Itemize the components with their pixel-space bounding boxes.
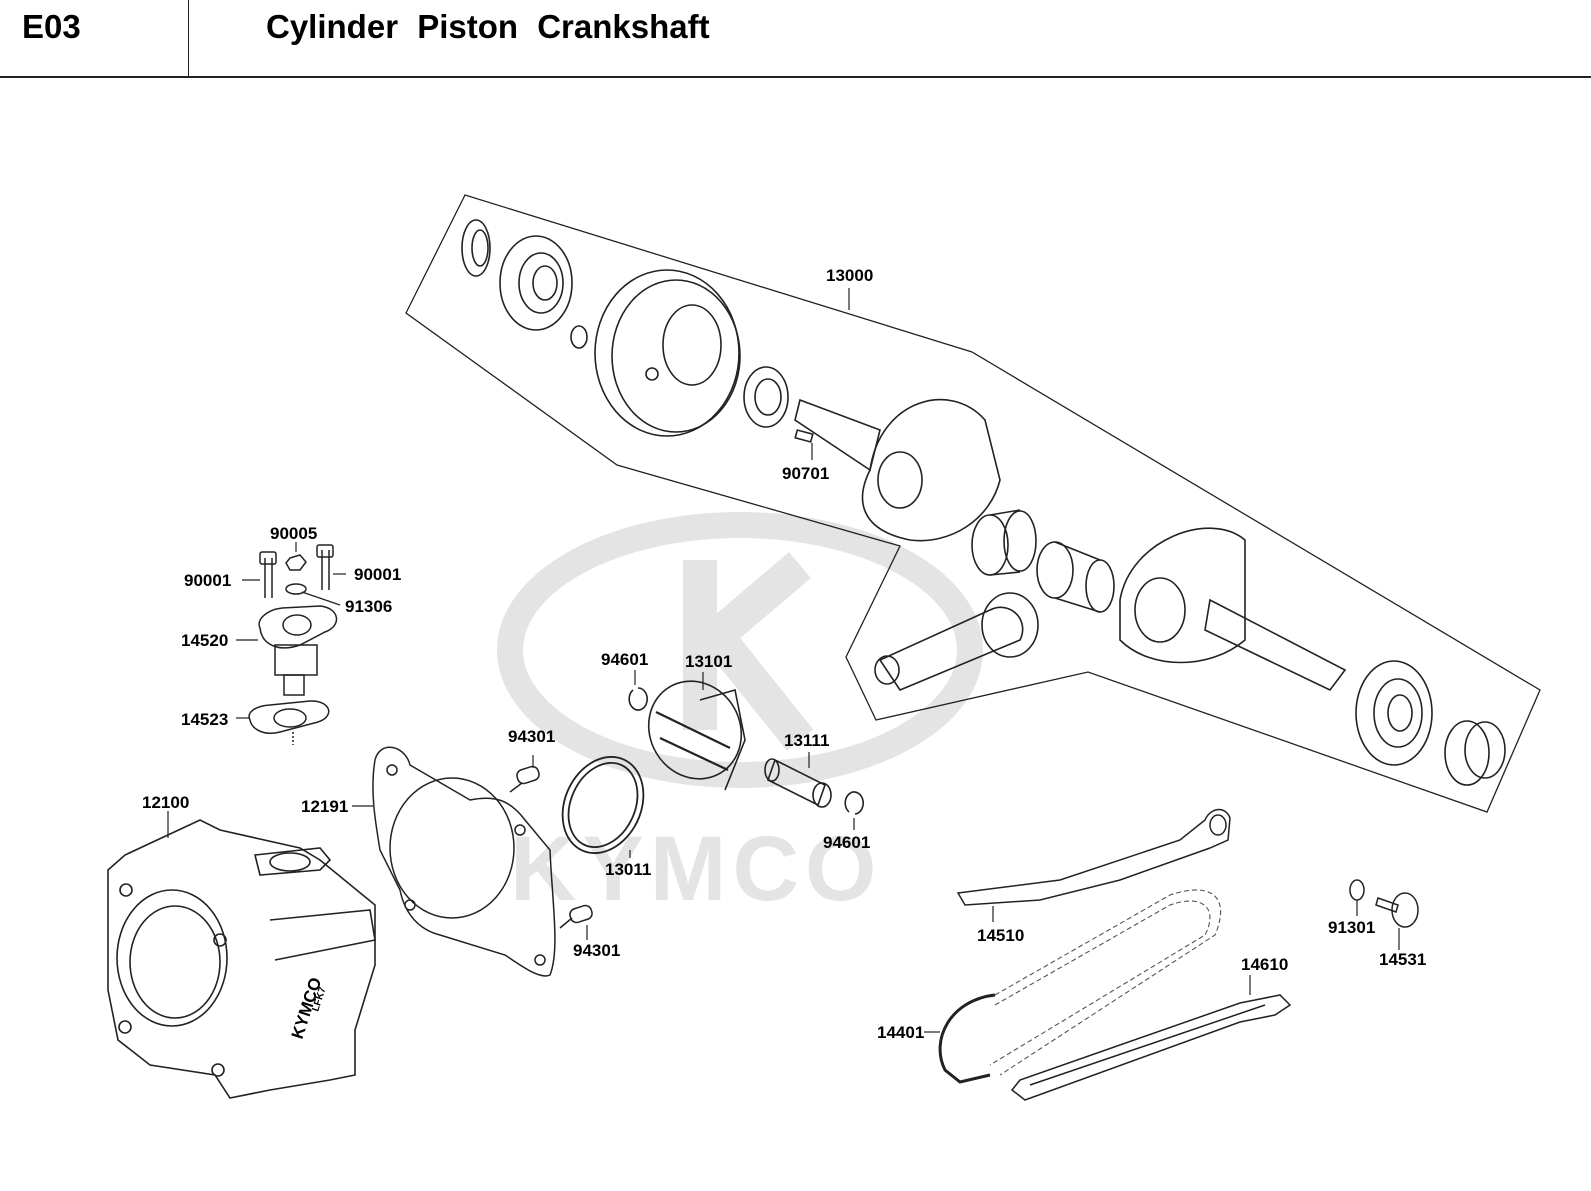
callout-13111[interactable]: 13111 [784, 731, 830, 750]
crank-pin [1036, 541, 1074, 599]
callout-90701[interactable]: 90701 [782, 464, 830, 483]
callout-13101[interactable]: 13101 [685, 652, 733, 671]
right-bearing [1355, 660, 1433, 766]
connecting-rod [878, 606, 1024, 691]
callout-14531[interactable]: 14531 [1379, 950, 1427, 969]
o-ring [285, 583, 307, 595]
callout-91306[interactable]: 91306 [345, 597, 393, 616]
callout-14523[interactable]: 14523 [181, 710, 229, 729]
crankshaft-assembly-outline [405, 194, 1541, 813]
crank-counterweight-left [861, 398, 1001, 542]
chain-guide [1010, 994, 1292, 1101]
cylinder-gasket [372, 746, 556, 977]
header-divider [188, 0, 189, 76]
crankshaft-parts [461, 219, 1506, 786]
tensioner-body [258, 605, 338, 649]
callout-13011[interactable]: 13011 [605, 860, 652, 879]
oil-seal [743, 366, 789, 428]
callout-14520[interactable]: 14520 [181, 631, 229, 650]
callout-90005[interactable]: 90005 [270, 524, 318, 543]
dowel-pins [509, 765, 593, 929]
page-title: Cylinder Piston Crankshaft [266, 8, 710, 45]
tensioner-group [248, 544, 338, 745]
callout-94601-right[interactable]: 94601 [823, 833, 871, 852]
callout-12191[interactable]: 12191 [301, 797, 349, 816]
callout-94301-lower[interactable]: 94301 [573, 941, 621, 960]
clip-right [844, 791, 865, 815]
cam-chain-links [938, 993, 996, 1084]
tensioner-mount [254, 847, 332, 876]
callout-14510[interactable]: 14510 [977, 926, 1025, 945]
piston-pin [764, 758, 832, 808]
page-header: E03 Cylinder Piston Crankshaft [0, 0, 1591, 78]
left-sprocket [461, 219, 491, 277]
crank-web-left [594, 269, 740, 437]
cylinder [107, 819, 376, 1099]
chain-tensioner-arm [956, 808, 1231, 906]
piston [647, 680, 746, 791]
pivot-bolt [1375, 892, 1419, 928]
callout-12100[interactable]: 12100 [142, 793, 190, 812]
right-sprocket [1444, 720, 1490, 786]
section-code: E03 [22, 8, 81, 45]
tensioner-gasket [248, 700, 330, 734]
callout-90001-left[interactable]: 90001 [184, 571, 232, 590]
left-bearing [499, 235, 573, 331]
callout-14401[interactable]: 14401 [877, 1023, 925, 1042]
kymco-watermark [497, 512, 983, 788]
cap-bolt [285, 554, 307, 571]
callout-94601-left[interactable]: 94601 [601, 650, 649, 669]
callout-90001-right[interactable]: 90001 [354, 565, 402, 584]
woodruff-key [794, 429, 814, 443]
callout-14610[interactable]: 14610 [1241, 955, 1289, 974]
washer [1349, 879, 1365, 901]
piston-rings [561, 756, 645, 854]
cam-chain [989, 889, 1222, 1076]
callout-91301[interactable]: 91301 [1328, 918, 1376, 937]
callout-94301-upper[interactable]: 94301 [508, 727, 556, 746]
watermark-text: KYMCO [510, 818, 882, 920]
bolt-right [321, 550, 330, 590]
tensioner-leaders [236, 542, 346, 719]
crank-counterweight-right [1119, 527, 1246, 664]
clip-left [628, 687, 648, 711]
callout-13000[interactable]: 13000 [826, 266, 874, 285]
